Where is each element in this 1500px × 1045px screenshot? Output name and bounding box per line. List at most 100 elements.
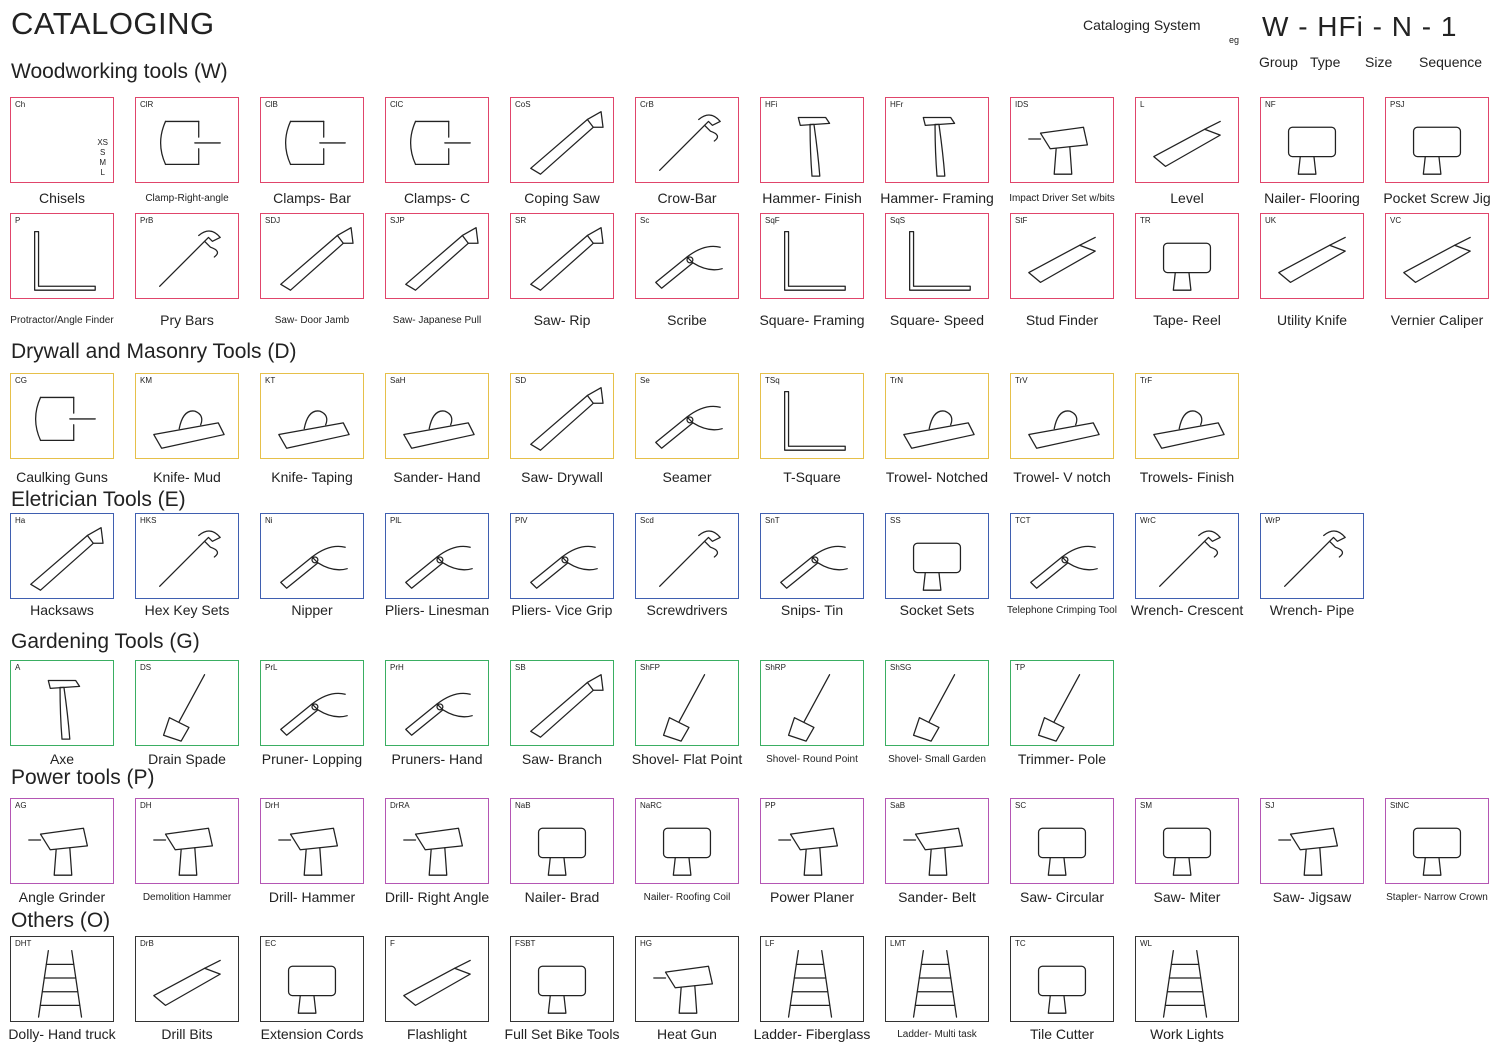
tool-abbr: SR (515, 216, 527, 225)
tool-card: CoS (510, 97, 614, 183)
tool-abbr: WrC (1140, 516, 1156, 525)
tool-name: Dolly- Hand truck (8, 1026, 116, 1042)
tool-name: Angle Grinder (18, 889, 106, 905)
tool-card: undefinedChXSSML (10, 97, 114, 183)
tool-name: Demolition Hammer (142, 892, 232, 903)
tool-abbr: HG (640, 939, 652, 948)
tool-name: Power Planer (769, 889, 855, 905)
tool-name: Socket Sets (899, 602, 975, 618)
tool-name: Trowel- Notched (885, 469, 989, 485)
tool-name: Nailer- Flooring (1264, 190, 1360, 206)
tool-name: Snips- Tin (780, 602, 844, 618)
tool-abbr: TR (1140, 216, 1151, 225)
tool-card: PlL (385, 513, 489, 599)
tool-abbr: PrL (265, 663, 278, 672)
tool-card: PP (760, 798, 864, 884)
tool-name: Heat Gun (657, 1026, 717, 1042)
tool-abbr: PP (765, 801, 776, 810)
tool-abbr: TrN (890, 376, 904, 385)
tool-card: StF (1010, 213, 1114, 299)
tool-name: Knife- Taping (271, 469, 353, 485)
tool-abbr: NaB (515, 801, 531, 810)
tool-abbr: KM (140, 376, 152, 385)
tool-abbr: Scd (640, 516, 654, 525)
tool-card: F (385, 936, 489, 1022)
tool-card: TrF (1135, 373, 1239, 459)
tool-name: Axe (49, 751, 75, 767)
tool-name: Scribe (667, 312, 707, 328)
page-title: CATALOGING (11, 6, 215, 41)
tool-name: Work Lights (1150, 1026, 1224, 1042)
tool-card: Ha (10, 513, 114, 599)
tool-abbr: TP (1015, 663, 1026, 672)
tool-abbr: ClC (390, 100, 404, 109)
tool-card: TR (1135, 213, 1239, 299)
tool-card: TC (1010, 936, 1114, 1022)
tool-abbr: VC (1390, 216, 1402, 225)
tool-card: SaH (385, 373, 489, 459)
tool-card: A (10, 660, 114, 746)
tool-name: Seamer (662, 469, 712, 485)
tool-card: UK (1260, 213, 1364, 299)
tool-abbr: SaH (390, 376, 406, 385)
tool-abbr: TC (1015, 939, 1026, 948)
tool-name: Saw- Circular (1019, 889, 1104, 905)
tool-abbr: HFi (765, 100, 778, 109)
tool-card: WrC (1135, 513, 1239, 599)
tool-name: T-Square (783, 469, 841, 485)
tool-abbr: SDJ (265, 216, 281, 225)
tool-abbr: DrH (265, 801, 280, 810)
tool-name: Extension Cords (260, 1026, 364, 1042)
eg-label: eg (1229, 35, 1240, 45)
tool-card: CrB (635, 97, 739, 183)
section-title: Others (O) (11, 909, 111, 932)
tool-card: DrB (135, 936, 239, 1022)
tool-card: TrN (885, 373, 989, 459)
tool-name: Saw- Drywall (521, 469, 603, 485)
tool-card: Ni (260, 513, 364, 599)
tool-card: ShRP (760, 660, 864, 746)
size-item: L (100, 168, 105, 177)
tool-abbr: CG (15, 376, 27, 385)
tool-abbr: SS (890, 516, 901, 525)
tool-name: Impact Driver Set w/bits (1009, 193, 1115, 204)
section-title: Power tools (P) (11, 766, 155, 789)
example-code: W - HFi - N - 1 (1262, 11, 1458, 42)
tool-abbr: SM (1140, 801, 1152, 810)
tool-abbr: HKS (140, 516, 157, 525)
tool-card: SqF (760, 213, 864, 299)
tool-name: Square- Framing (759, 312, 865, 328)
tool-abbr: WL (1140, 939, 1152, 948)
tool-card: NaB (510, 798, 614, 884)
tool-card: TP (1010, 660, 1114, 746)
tool-abbr: DrRA (390, 801, 410, 810)
tool-name: Saw- Japanese Pull (392, 315, 482, 326)
tool-abbr: PrB (140, 216, 154, 225)
tool-name: Utility Knife (1276, 312, 1348, 328)
tool-abbr: WrP (1265, 516, 1281, 525)
tool-name: Chisels (39, 190, 85, 206)
tool-abbr: Ch (15, 100, 26, 109)
tool-card: DS (135, 660, 239, 746)
tool-abbr: FSBT (515, 939, 536, 948)
tool-name: Wrench- Pipe (1269, 602, 1355, 618)
tool-card: WL (1135, 936, 1239, 1022)
section-title: Gardening Tools (G) (11, 630, 200, 653)
size-item: S (99, 148, 106, 157)
tool-name: Ladder- Multi task (897, 1029, 977, 1040)
tool-abbr: UK (1265, 216, 1277, 225)
tool-card: DrH (260, 798, 364, 884)
tool-card: L (1135, 97, 1239, 183)
tool-name: Square- Speed (889, 312, 985, 328)
tool-abbr: TSq (765, 376, 780, 385)
tool-card: P (10, 213, 114, 299)
tool-abbr: KT (265, 376, 276, 385)
tool-name: Protractor/Angle Finder (10, 315, 114, 326)
tool-abbr: PrH (390, 663, 404, 672)
tool-card: DH (135, 798, 239, 884)
tool-name: Drill Bits (161, 1026, 213, 1042)
tool-name: Trowels- Finish (1139, 469, 1235, 485)
tool-card: KT (260, 373, 364, 459)
tool-name: Pocket Screw Jig (1383, 190, 1491, 206)
tool-card: DrRA (385, 798, 489, 884)
